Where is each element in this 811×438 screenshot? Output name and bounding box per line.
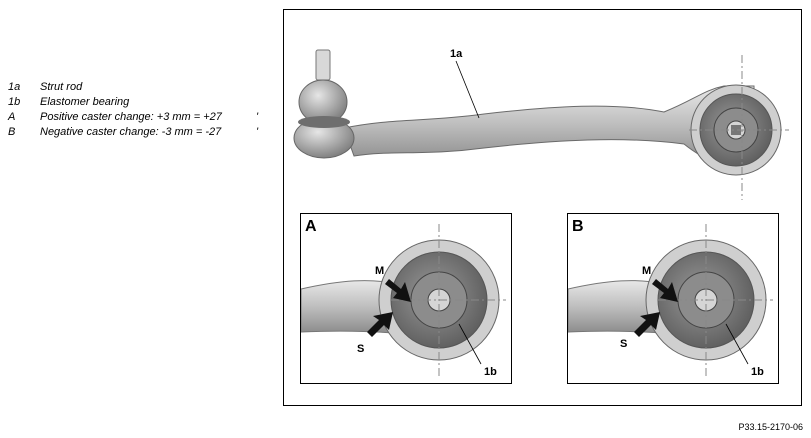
panel-b-illustration: B M S 1b xyxy=(568,218,773,379)
detail-panel-a: A M S 1b xyxy=(300,213,512,384)
legend-key: A xyxy=(8,111,16,123)
label-1b: 1b xyxy=(484,366,497,378)
legend-text: Negative caster change: -3 mm = -27 xyxy=(40,126,222,138)
panel-letter: A xyxy=(305,218,317,235)
strut-rod-illustration: 1a xyxy=(293,48,789,200)
label-m: M xyxy=(375,265,384,277)
legend-text: Positive caster change: +3 mm = +27 xyxy=(40,111,222,123)
arc-minute-mark: ' xyxy=(256,111,259,123)
legend-key: 1b xyxy=(8,96,21,108)
legend-key: B xyxy=(8,126,16,138)
arrow-s xyxy=(367,312,393,337)
label-s: S xyxy=(357,343,364,355)
arrow-m xyxy=(652,279,678,302)
panel-letter: B xyxy=(572,218,584,235)
arc-minute-mark: ' xyxy=(256,126,259,138)
label-1b: 1b xyxy=(751,366,764,378)
legend-text: Strut rod xyxy=(40,81,83,93)
legend-text: Elastomer bearing xyxy=(40,96,130,108)
figure-frame: 1a A M S 1b xyxy=(283,9,802,406)
label-m: M xyxy=(642,265,651,277)
label-1a: 1a xyxy=(450,48,463,60)
label-s: S xyxy=(620,338,627,350)
arrow-s xyxy=(634,312,660,337)
panel-a-illustration: A M S 1b xyxy=(301,218,506,379)
arrow-m xyxy=(385,279,411,302)
legend-key: 1a xyxy=(8,81,21,93)
detail-panel-b: B M S 1b xyxy=(567,213,779,384)
figure-id: P33.15-2170-06 xyxy=(738,422,803,432)
